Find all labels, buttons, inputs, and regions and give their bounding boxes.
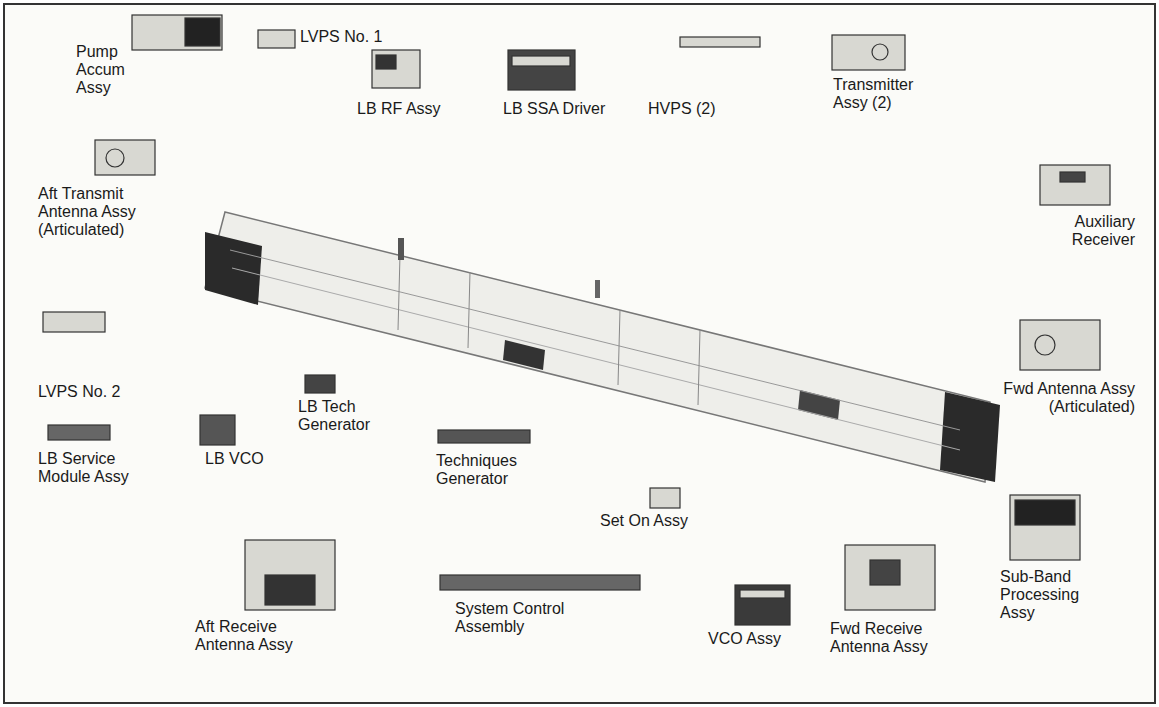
part-label: LB VCO: [205, 450, 295, 468]
part-label: Techniques Generator: [436, 452, 536, 488]
part-label: HVPS (2): [648, 100, 748, 118]
part-label: Transmitter Assy (2): [833, 76, 938, 112]
part-label: Aft Transmit Antenna Assy (Articulated): [38, 185, 158, 239]
part-label: Fwd Receive Antenna Assy: [830, 620, 940, 656]
part-label: Pump Accum Assy: [76, 43, 138, 97]
part-label: Sub-Band Processing Assy: [1000, 568, 1092, 622]
component-sketches: [43, 15, 1110, 625]
pod-illustration: [205, 212, 1000, 482]
part-label: Aft Receive Antenna Assy: [195, 618, 305, 654]
part-label: Auxiliary Receiver: [1035, 213, 1135, 249]
part-label: LB Service Module Assy: [38, 450, 138, 486]
part-label: LVPS No. 1: [300, 28, 420, 46]
part-label: LB Tech Generator: [298, 398, 388, 434]
part-label: LB SSA Driver: [503, 100, 633, 118]
part-label: Fwd Antenna Assy (Articulated): [985, 380, 1135, 416]
part-label: LVPS No. 2: [38, 383, 148, 401]
frame: [4, 4, 1155, 703]
part-label: LB RF Assy: [357, 100, 477, 118]
part-label: VCO Assy: [708, 630, 808, 648]
part-label: System Control Assembly: [455, 600, 590, 636]
part-label: Set On Assy: [600, 512, 710, 530]
